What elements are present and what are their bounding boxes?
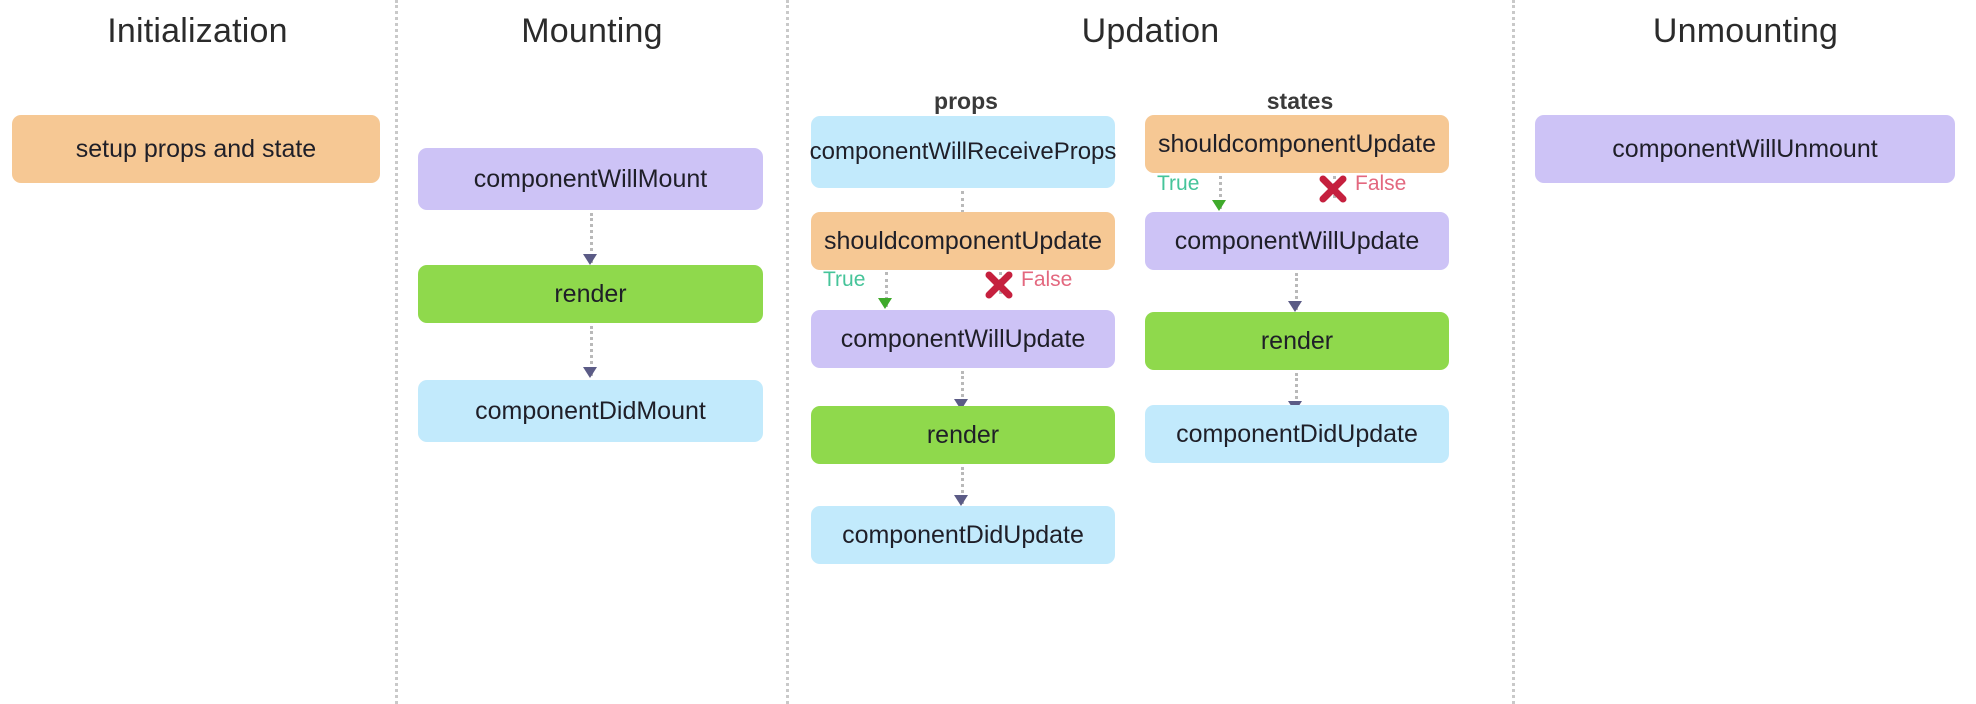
lifecycle-box-component-did-mount: componentDidMount: [418, 380, 763, 442]
arrow-head-icon: [583, 367, 597, 378]
column-updation: Updation props componentWillReceiveProps…: [789, 0, 1512, 704]
lifecycle-box-setup-props-and-state: setup props and state: [12, 115, 380, 183]
subcolumn-states: states shouldcomponentUpdate True False …: [1145, 0, 1455, 704]
arrow-head-icon: [954, 399, 968, 410]
column-title-updation: Updation: [1081, 12, 1220, 50]
column-divider-1: [395, 0, 398, 704]
red-x-icon-props: [985, 271, 1013, 299]
lifecycle-box-component-will-unmount: componentWillUnmount: [1535, 115, 1955, 183]
column-title-mounting: Mounting: [521, 12, 663, 50]
lifecycle-box-component-did-update-props: componentDidUpdate: [811, 506, 1115, 564]
arrow-stem: [1295, 273, 1298, 310]
column-mounting: Mounting componentWillMount render compo…: [398, 0, 786, 704]
arrow-stem: [590, 326, 593, 376]
arrow-head-icon: [954, 495, 968, 506]
lifecycle-box-render-props: render: [811, 406, 1115, 464]
lifecycle-box-render-mounting: render: [418, 265, 763, 323]
lifecycle-box-component-will-update-props: componentWillUpdate: [811, 310, 1115, 368]
subcolumn-title-props: props: [934, 88, 998, 114]
arrow-stem: [590, 213, 593, 263]
column-divider-2: [786, 0, 789, 704]
red-x-icon-states: [1319, 175, 1347, 203]
branch-label-false-states: False: [1355, 172, 1407, 195]
column-initialization: Initialization setup props and state: [0, 0, 395, 704]
arrow-head-icon: [1288, 301, 1302, 312]
column-unmounting: Unmounting componentWillUnmount: [1515, 0, 1976, 704]
arrow-stem: [961, 191, 964, 231]
lifecycle-box-component-will-update-states: componentWillUpdate: [1145, 212, 1449, 270]
branch-label-true-props: True: [823, 268, 866, 291]
subcolumn-title-states: states: [1266, 88, 1334, 114]
lifecycle-box-should-component-update-states: shouldcomponentUpdate: [1145, 115, 1449, 173]
branch-label-false-props: False: [1021, 268, 1073, 291]
lifecycle-box-should-component-update-props: shouldcomponentUpdate: [811, 212, 1115, 270]
arrow-stem: [961, 467, 964, 504]
lifecycle-box-component-did-update-states: componentDidUpdate: [1145, 405, 1449, 463]
arrow-stem: [885, 272, 888, 307]
lifecycle-box-render-states: render: [1145, 312, 1449, 370]
arrow-stem: [961, 371, 964, 408]
lifecycle-box-component-will-mount: componentWillMount: [418, 148, 763, 210]
lifecycle-box-component-will-receive-props: componentWillReceiveProps: [810, 116, 1116, 188]
subcolumn-props: props componentWillReceiveProps shouldco…: [810, 0, 1121, 704]
arrow-head-icon: [878, 298, 892, 309]
arrow-head-icon: [1212, 200, 1226, 211]
column-title-unmounting: Unmounting: [1652, 12, 1839, 50]
branch-label-true-states: True: [1157, 172, 1200, 195]
column-divider-3: [1512, 0, 1515, 704]
arrow-stem: [1295, 373, 1298, 410]
arrow-stem: [1219, 176, 1222, 209]
arrow-head-icon: [583, 254, 597, 265]
column-title-initialization: Initialization: [107, 12, 288, 50]
